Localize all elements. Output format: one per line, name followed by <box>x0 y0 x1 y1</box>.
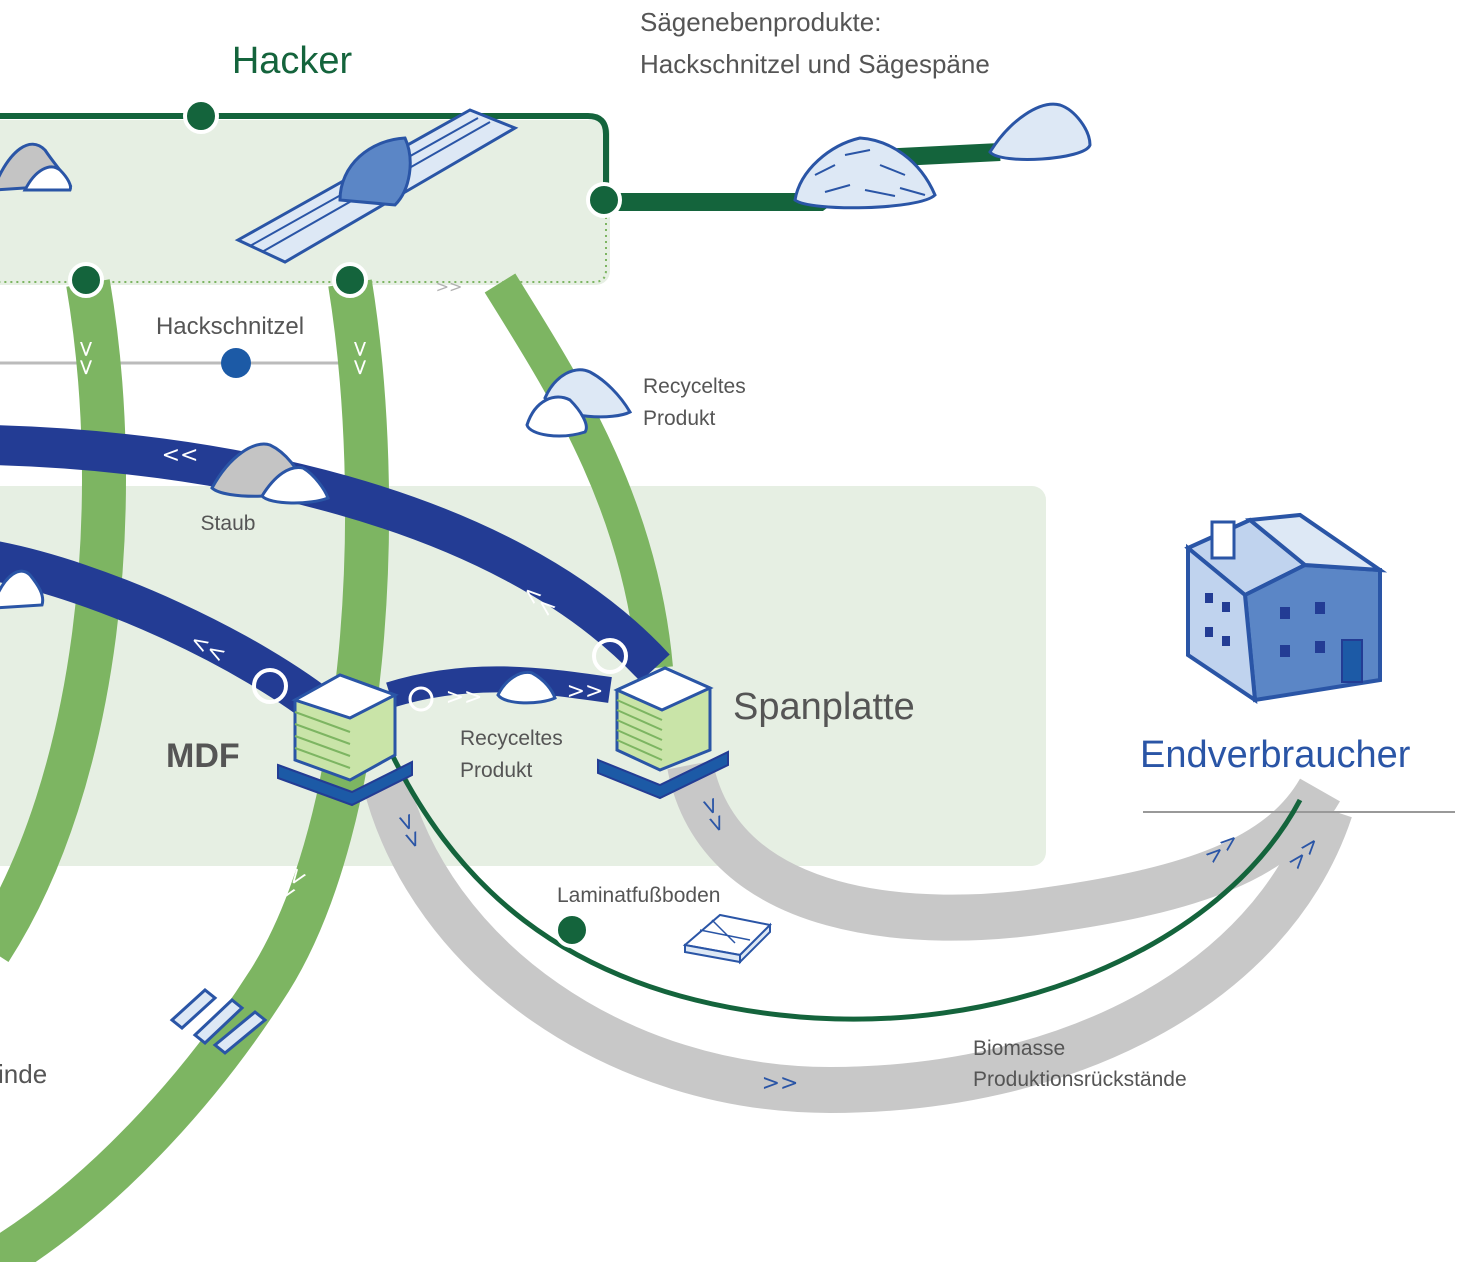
sawdust-pile-icon <box>988 102 1092 161</box>
dust-pile-icon <box>210 442 330 505</box>
label-cut-left: inde <box>0 1059 47 1089</box>
arrow-down-center: >> <box>347 340 372 377</box>
mdf-stack-icon <box>291 673 399 782</box>
biomass-logs-icon <box>169 988 268 1055</box>
particleboard-stack-icon <box>613 666 714 772</box>
node-hacker-right <box>586 182 622 218</box>
laminate-floor-icon <box>682 913 773 965</box>
node-hacker-left-out <box>68 262 104 298</box>
label-recyceltes-top-line2: Produkt <box>643 407 716 430</box>
node-hackschnitzel <box>221 348 251 378</box>
recycled-pile-icon-mid <box>496 670 557 705</box>
flow-grey-mdf-to-consumer <box>362 774 1352 1114</box>
label-recyceltes-top-line1: Recyceltes <box>643 375 746 398</box>
label-recyceltes-mid-line2: Produkt <box>460 759 533 782</box>
recycled-pile-icon-top <box>525 368 633 438</box>
pallet-icon-mdf <box>277 760 413 807</box>
arrow-right-dotted: >> <box>436 277 463 296</box>
node-laminat <box>554 912 590 948</box>
label-spanplatte: Spanplatte <box>733 686 915 728</box>
flow-dark-green-laminate <box>382 738 1303 1022</box>
label-laminat: Laminatfußboden <box>557 884 720 907</box>
flow-green-recycled <box>484 273 673 670</box>
label-staub: Staub <box>201 512 256 535</box>
label-hacker: Hacker <box>232 40 353 82</box>
arrow-left-upper: << <box>162 443 199 468</box>
dust-pile-icon-hacker <box>0 142 73 192</box>
label-hackschnitzel: Hackschnitzel <box>156 313 304 340</box>
node-hacker-top <box>183 98 219 134</box>
label-recyceltes-mid-line1: Recyceltes <box>460 727 563 750</box>
wood-chips-pile-icon <box>793 136 937 210</box>
label-saegenebenprodukte-line1: Sägenebenprodukte: <box>640 7 881 37</box>
arrow-right-bottom: >> <box>762 1071 799 1096</box>
node-mdf-in <box>252 668 288 704</box>
flow-green-left-down <box>0 279 126 962</box>
arrow-right-recycled-1: >> <box>446 685 483 710</box>
node-recycled-mid <box>408 686 434 712</box>
label-biomasse-line2: Produktionsrückstände <box>973 1068 1187 1091</box>
flow-grey-spanplatte-to-consumer <box>667 759 1340 941</box>
label-endverbraucher: Endverbraucher <box>1140 734 1411 776</box>
dust-pile-icon-left <box>0 569 45 610</box>
node-spanplatte-in <box>592 638 628 674</box>
flow-navy-upper <box>0 425 670 682</box>
saw-blade-icon <box>234 108 519 264</box>
label-biomasse-line1: Biomasse <box>973 1037 1065 1060</box>
arrow-right-recycled-2: >> <box>567 679 604 704</box>
pallet-icon-spanplatte <box>597 750 729 800</box>
node-hacker-center-out <box>332 262 368 298</box>
hacker-zone-border <box>0 113 609 199</box>
hacker-zone-dotted-border <box>0 205 607 283</box>
arrow-down-left: >> <box>73 340 98 377</box>
house-icon <box>1184 512 1388 705</box>
flow-navy-lower <box>0 541 343 731</box>
label-saegenebenprodukte-line2: Hackschnitzel und Sägespäne <box>640 49 990 79</box>
label-mdf: MDF <box>166 737 240 775</box>
